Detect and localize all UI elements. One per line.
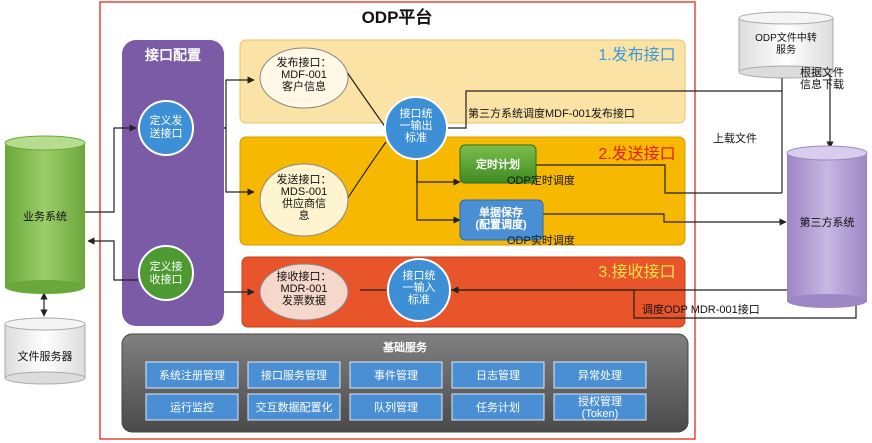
doc-save-box [459,199,544,241]
service-label-exc: 异常处理 [578,369,622,382]
business-system: 业务系统 [4,135,86,294]
annotation-third-party-call: 第三方系统调度MDF-001发布接口 [468,106,635,120]
service-label-mon: 运行监控 [170,400,214,414]
service-label-reg: 系统注册管理 [159,368,225,382]
publish-item [259,47,349,109]
third-party-label: 第三方系统 [800,215,855,229]
doc-save-label: 单据保存(配置调度) [475,205,527,231]
service-box-evt [349,361,443,389]
send-item [259,163,349,237]
define-send-label: 定义发送接口 [150,113,183,140]
receive-item [259,263,349,321]
third-party-system: 第三方系统 [786,145,868,308]
service-label-evt: 事件管理 [374,368,418,382]
service-box-mon [145,393,239,421]
service-label-cfg: 交互数据配置化 [256,400,333,414]
service-label-log: 日志管理 [476,368,520,382]
unified-output-label: 接口统一输出标准 [400,107,433,144]
service-box-que [349,393,443,421]
service-label-svc: 接口服务管理 [261,368,327,382]
send-title: 2.发送接口 [598,145,675,163]
platform-frame [99,1,696,440]
file-server: 文件服务器 [4,317,86,385]
define-receive-circle [138,245,194,301]
file-server-label: 文件服务器 [18,349,73,363]
service-label-auth: 授权管理(Token) [578,394,622,420]
scheduled-plan-label: 定时计划 [476,157,520,171]
transfer-service: ODP文件中转服务 [738,11,834,79]
unified-output-circle [384,96,448,160]
base-services-title: 基础服务 [382,340,428,354]
publish-band [239,39,686,124]
receive-title: 3.接收接口 [598,263,675,281]
publish-title: 1.发布接口 [598,46,675,64]
config-panel-title: 接口配置 [145,47,201,63]
unified-input-label: 接口统一输入标准 [403,269,436,306]
service-box-reg [145,361,239,389]
service-box-task [451,393,545,421]
service-box-auth [553,393,647,421]
send-band [239,136,686,246]
unified-input-circle [387,258,451,322]
service-label-task: 任务计划 [476,401,520,414]
service-box-cfg [247,393,341,421]
service-box-exc [553,361,647,389]
define-send-circle [138,100,194,156]
scheduled-plan-box [459,144,537,184]
annotation-odp-realtime: ODP实时调度 [507,233,575,247]
service-box-svc [247,361,341,389]
annotation-notify-download: 根据文件信息下载 [800,65,844,91]
platform-title: ODP平台 [362,7,433,27]
define-receive-label: 定义接收接口 [150,259,183,286]
service-box-log [451,361,545,389]
annotation-odp-timed: ODP定时调度 [507,173,575,187]
service-label-que: 队列管理 [374,400,418,414]
business-system-label: 业务系统 [23,210,67,223]
annotation-call-mdr: 调度ODP MDR-001接口 [642,302,760,316]
transfer-service-label: ODP文件中转服务 [755,31,817,56]
annotation-upload-file: 上载文件 [713,131,757,145]
